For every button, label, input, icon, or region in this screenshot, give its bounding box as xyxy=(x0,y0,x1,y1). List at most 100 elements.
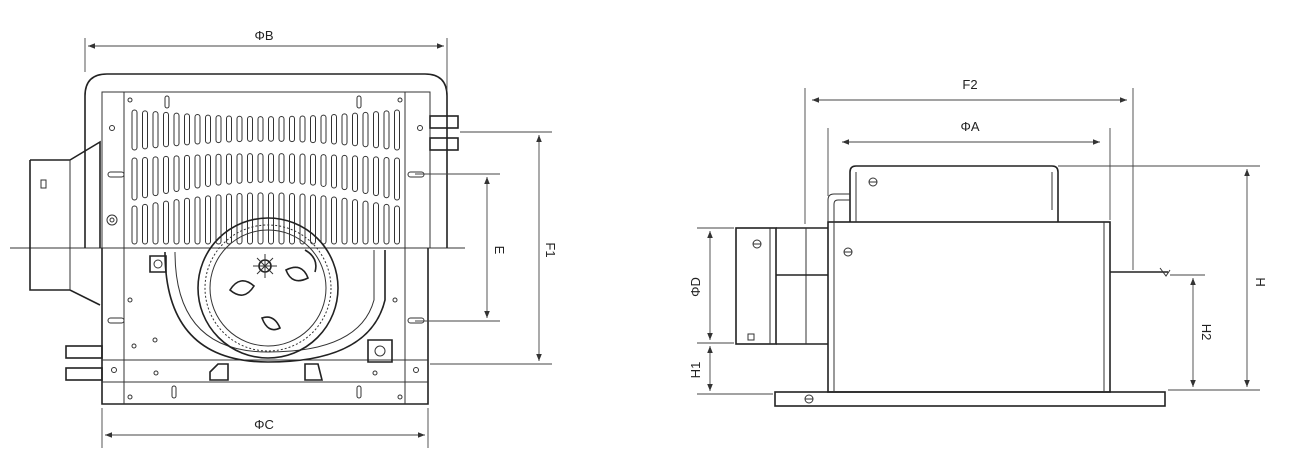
grille-slot xyxy=(163,200,169,245)
grille-slot xyxy=(320,114,327,144)
grille-slot xyxy=(362,155,369,195)
dimension-f1: F1 xyxy=(430,131,558,365)
grille-slot xyxy=(268,153,274,183)
grille-slot xyxy=(173,112,180,147)
fan-chassis xyxy=(101,217,429,405)
dimension-h: H xyxy=(1058,165,1268,387)
grille-slot xyxy=(173,155,180,193)
grille-slot xyxy=(247,192,253,245)
grille-slot xyxy=(131,109,138,151)
dimension-f2: F2 xyxy=(804,77,1134,270)
grille-slot xyxy=(362,200,369,245)
grille-slot xyxy=(383,203,390,245)
label-phi-a: ΦA xyxy=(960,119,979,134)
grille-slot xyxy=(215,153,222,186)
grille-slot xyxy=(299,193,306,245)
grille-slot xyxy=(299,115,306,143)
grille-slot xyxy=(205,195,211,245)
label-e: E xyxy=(492,246,507,255)
grille-slot xyxy=(184,113,190,146)
label-phi-b: ΦB xyxy=(254,28,273,43)
grille-slot xyxy=(236,153,243,184)
grille-slot xyxy=(373,156,379,197)
grille-slot xyxy=(152,202,159,245)
grille-slot xyxy=(299,153,306,185)
grille-slot xyxy=(142,110,148,150)
grille-slot xyxy=(352,112,358,147)
fan-body xyxy=(827,221,1111,393)
motor-cover xyxy=(849,165,1059,222)
grille-housing-outline xyxy=(84,73,448,248)
grille-slot xyxy=(205,154,211,187)
grille-slot xyxy=(341,154,348,191)
grille-slot xyxy=(278,115,285,142)
label-phi-c: ΦC xyxy=(254,417,274,432)
grille-slot xyxy=(341,197,348,245)
duct-collar-side xyxy=(735,227,828,345)
label-phi-d: ΦD xyxy=(688,277,703,297)
dimension-h2: H2 xyxy=(1168,274,1260,391)
grille-slot xyxy=(226,193,232,245)
dimension-phi-d: ΦD xyxy=(688,227,734,344)
grille-slot xyxy=(152,111,159,149)
label-h2: H2 xyxy=(1199,324,1214,341)
label-f2: F2 xyxy=(962,77,977,92)
grille-slot xyxy=(331,196,337,245)
grille-slot xyxy=(394,205,400,245)
grille-slot xyxy=(236,192,243,245)
grille-slot xyxy=(173,199,180,245)
grille-slot xyxy=(163,155,169,195)
grille-slot xyxy=(331,114,337,145)
grille-slot xyxy=(247,115,253,142)
grille-slot xyxy=(341,113,348,146)
grille-slot xyxy=(352,155,358,193)
grille-slot xyxy=(257,116,264,142)
grille-slot xyxy=(131,205,138,245)
grille-slot xyxy=(142,203,148,245)
grille-slot xyxy=(373,111,379,149)
label-h: H xyxy=(1253,277,1268,286)
grille-slot xyxy=(194,196,201,245)
grille-plate xyxy=(774,391,1166,407)
grille-slot xyxy=(331,154,337,189)
dimension-phi-b: ΦB xyxy=(84,28,448,90)
grille-slot xyxy=(142,156,148,199)
dimension-e: E xyxy=(415,173,507,322)
grille-mount-holes xyxy=(106,95,425,226)
dimension-h1: H1 xyxy=(688,346,773,395)
grille-slot xyxy=(289,192,295,245)
blower-wheel xyxy=(197,217,339,359)
label-f1: F1 xyxy=(543,242,558,257)
grille-slot xyxy=(268,116,274,142)
grille-slot xyxy=(184,154,190,191)
grille-slot xyxy=(383,110,390,150)
grille-slot xyxy=(289,115,295,143)
dimension-phi-a: ΦA xyxy=(827,119,1111,220)
grille-slot xyxy=(310,194,316,245)
scroll-housing xyxy=(164,250,386,363)
grille-slots xyxy=(131,109,400,245)
grille-slot xyxy=(215,194,222,245)
grille-slot xyxy=(247,153,253,184)
side-tube-right xyxy=(1110,267,1171,277)
grille-slot xyxy=(362,111,369,148)
grille-slot xyxy=(394,157,400,201)
grille-slot xyxy=(205,114,211,144)
grille-slot xyxy=(310,115,316,144)
grille-slot xyxy=(194,114,201,145)
grille-slot xyxy=(352,199,358,245)
grille-slot xyxy=(163,111,169,148)
grille-slot xyxy=(257,153,264,183)
side-tubes-left xyxy=(65,345,103,381)
right-side-view: F2 ΦA ΦD H1 H2 xyxy=(688,77,1268,407)
grille-slot xyxy=(320,154,327,187)
dimension-phi-c: ΦC xyxy=(101,408,429,448)
grille-slot xyxy=(236,115,243,143)
grille-slot xyxy=(383,156,390,199)
grille-slot xyxy=(289,153,295,184)
grille-slot xyxy=(278,153,285,184)
grille-slot xyxy=(320,195,327,245)
grille-slot xyxy=(373,202,379,245)
